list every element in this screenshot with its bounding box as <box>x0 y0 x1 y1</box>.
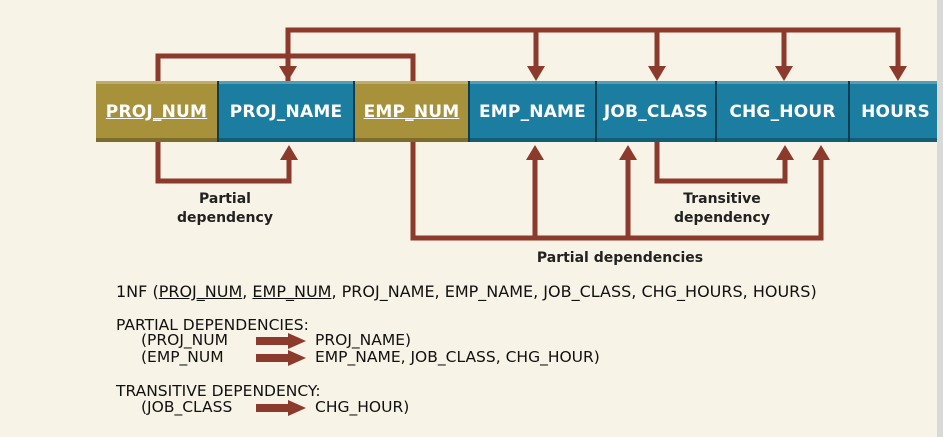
attr-hours: HOURS <box>850 81 941 142</box>
partial-row-1-right: PROJ_NAME) <box>315 331 412 349</box>
attr-job-class: JOB_CLASS <box>597 81 717 142</box>
transitive-label-line1: Transitive <box>683 191 761 207</box>
attr-proj-num: PROJ_NUM <box>96 81 219 142</box>
arrow-right-icon <box>256 400 306 416</box>
partial-dependency-label: Partial dependency <box>177 191 273 226</box>
partial-dependencies-label: Partial dependencies <box>536 250 704 266</box>
transitive-row-1-right: CHG_HOUR) <box>315 398 410 416</box>
attr-chg-hour: CHG_HOUR <box>717 81 850 142</box>
attribute-row: PROJ_NUM PROJ_NAME EMP_NUM EMP_NAME JOB_… <box>96 81 941 142</box>
attr-emp-num: EMP_NUM <box>355 81 470 142</box>
transitive-dependency-title: TRANSITIVE DEPENDENCY: <box>116 382 321 400</box>
partial-row-1-left: (PROJ_NUM <box>141 331 228 349</box>
1nf-definition: 1NF (PROJ_NUM, EMP_NUM, PROJ_NAME, EMP_N… <box>116 282 817 301</box>
attr-emp-name: EMP_NAME <box>470 81 597 142</box>
transitive-label-line2: dependency <box>674 210 770 226</box>
transitive-row-1-left: (JOB_CLASS <box>141 398 233 416</box>
arrow-right-icon <box>256 350 306 366</box>
attr-proj-name: PROJ_NAME <box>219 81 355 142</box>
arrow-right-icon <box>256 333 306 349</box>
partial-row-2-left: (EMP_NUM <box>141 348 224 366</box>
window-edge <box>937 0 943 437</box>
partial-dependencies-title: PARTIAL DEPENDENCIES: <box>116 316 309 334</box>
partial-row-2-right: EMP_NAME, JOB_CLASS, CHG_HOUR) <box>315 348 600 366</box>
